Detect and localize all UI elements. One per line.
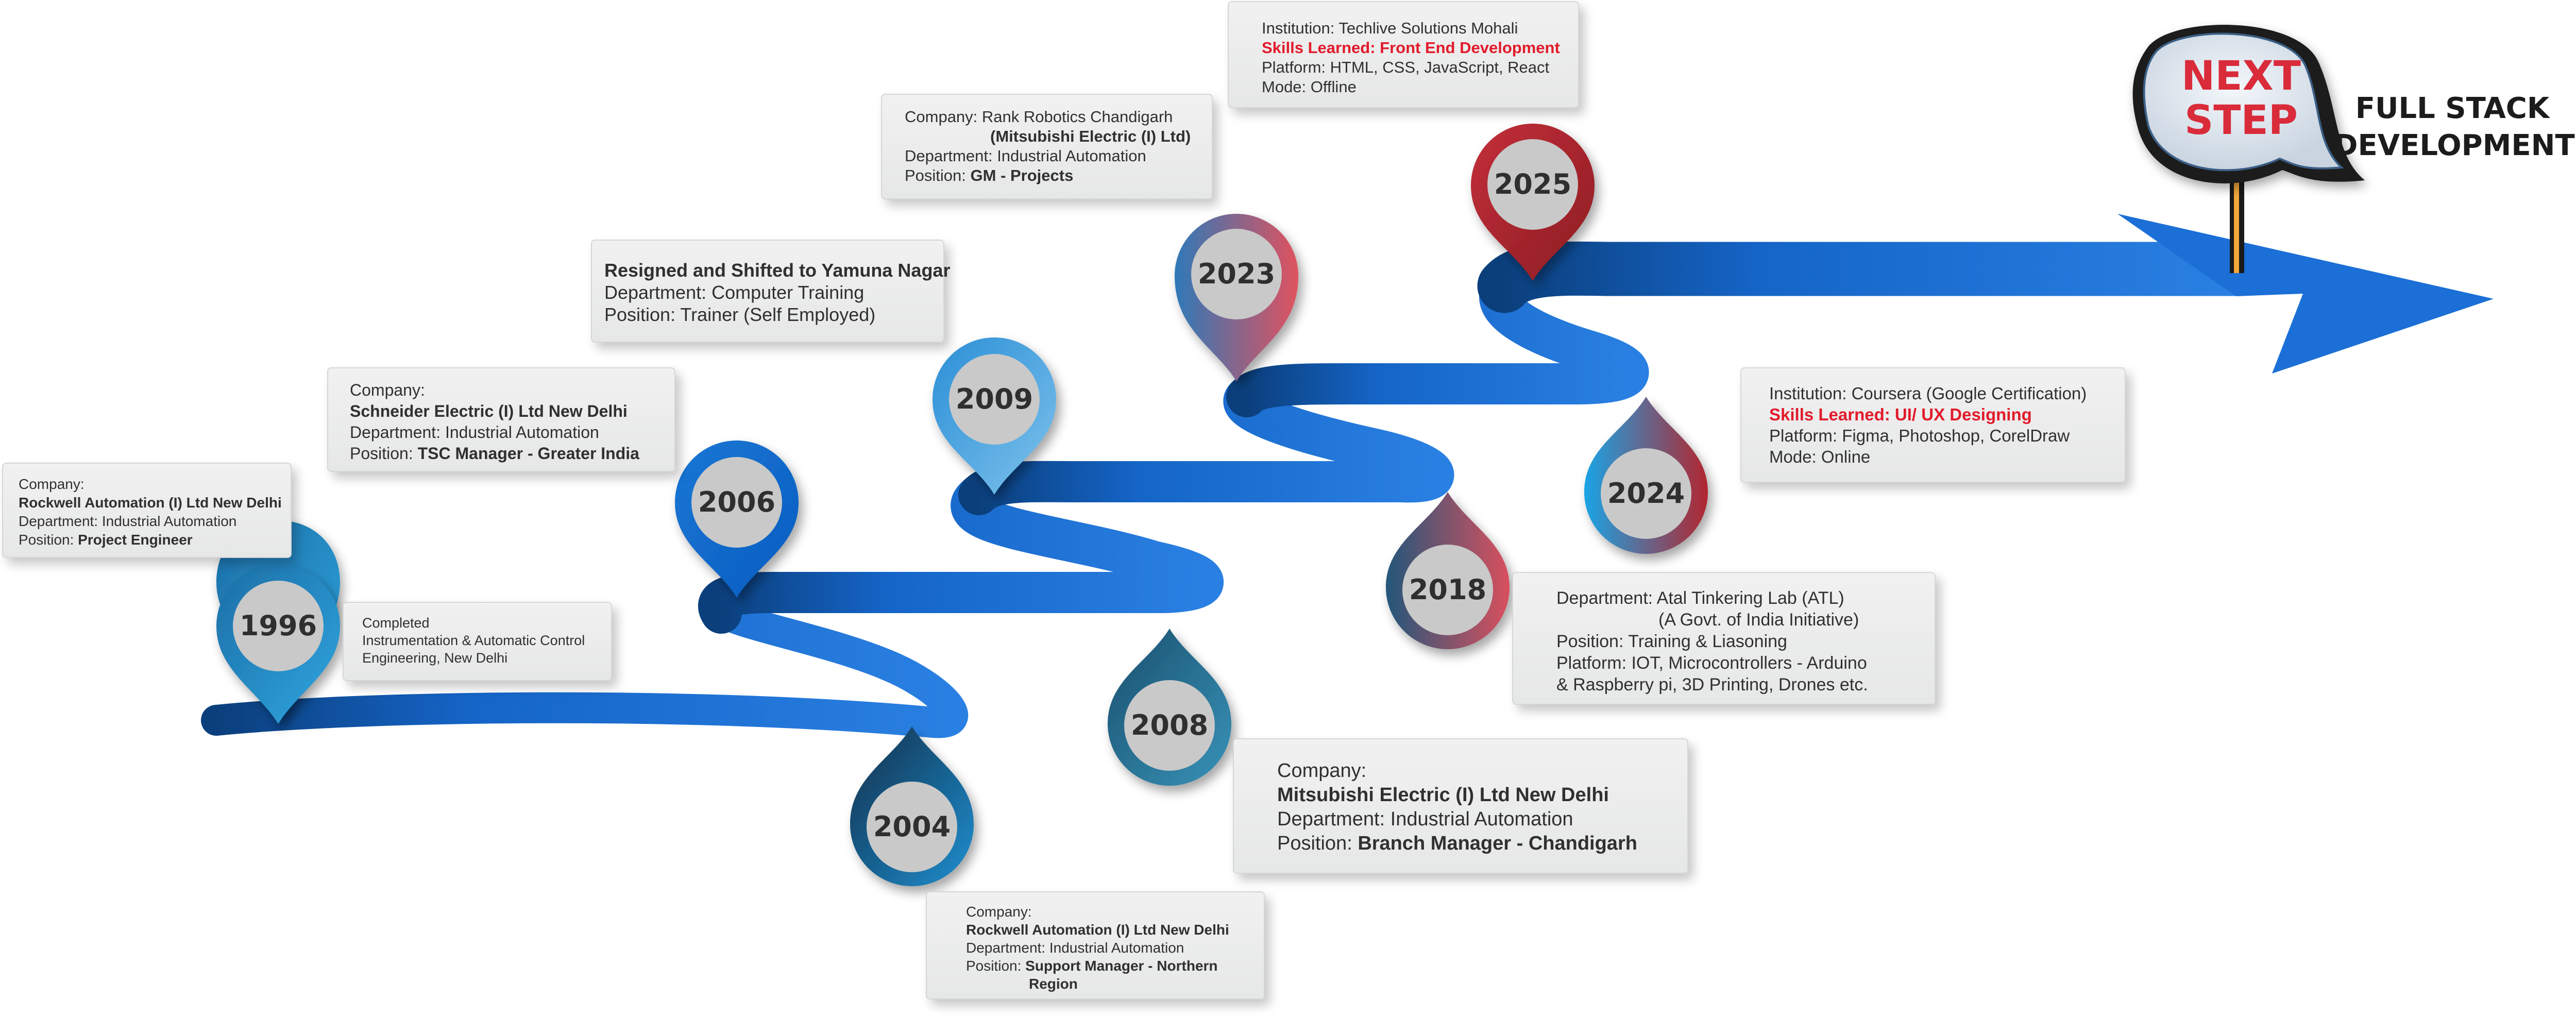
pin-2006-shape xyxy=(675,441,799,598)
pin-1996-shape xyxy=(216,564,340,724)
road-final-arrow xyxy=(1477,241,2263,313)
pin-2024-shape xyxy=(1584,397,1708,554)
year-2023: 2023 xyxy=(1197,258,1276,290)
road-level1 xyxy=(698,474,1224,634)
pin-2023-shape xyxy=(1175,214,1298,381)
pin-2018-shape xyxy=(1386,492,1510,649)
road-level2 xyxy=(958,376,1454,515)
card-mitsubishi-branch-manager: Company: Mitsubishi Electric (I) Ltd New… xyxy=(1233,738,1688,874)
pin-2009-shape xyxy=(933,337,1056,495)
card-rank-robotics-2023: Company: Rank Robotics Chandigarh (Mitsu… xyxy=(881,94,1213,199)
next-step-label: NEXT STEP xyxy=(2181,53,2301,144)
year-1996: 1996 xyxy=(239,609,317,642)
card-rockwell-project-engineer: Company: Rockwell Automation (I) Ltd New… xyxy=(2,463,292,558)
full-stack-development-title: FULL STACK DEVELOPMENT xyxy=(2334,92,2575,162)
year-2006: 2006 xyxy=(698,486,776,518)
card-techlive-2025: Institution: Techlive Solutions Mohali S… xyxy=(1228,1,1579,108)
year-2024: 2024 xyxy=(1607,477,1685,510)
card-atl-2018: Department: Atal Tinkering Lab (ATL) (A … xyxy=(1512,572,1936,705)
pin-2004-shape xyxy=(850,726,974,886)
year-2004: 2004 xyxy=(873,810,951,843)
next-step-bubble xyxy=(2132,25,2365,183)
card-schneider-tsc-manager: Company: Schneider Electric (I) Ltd New … xyxy=(327,367,675,472)
road-level3 xyxy=(1226,265,1649,417)
card-coursera-2024: Institution: Coursera (Google Certificat… xyxy=(1740,367,2126,483)
card-1996-education: Completed Instrumentation & Automatic Co… xyxy=(343,602,612,681)
card-yamuna-trainer: Resigned and Shifted to Yamuna Nagar Dep… xyxy=(591,240,950,343)
year-2009: 2009 xyxy=(955,383,1033,415)
pin-2008-shape xyxy=(1108,629,1231,786)
year-2018: 2018 xyxy=(1409,573,1487,606)
arrow-head xyxy=(2117,214,2494,374)
year-2025: 2025 xyxy=(1494,168,1572,200)
pin-2025-shape xyxy=(1471,124,1595,281)
year-2008: 2008 xyxy=(1130,709,1209,741)
road-base-segment xyxy=(201,595,968,738)
card-rockwell-support-manager: Company: Rockwell Automation (I) Ltd New… xyxy=(926,891,1265,1000)
